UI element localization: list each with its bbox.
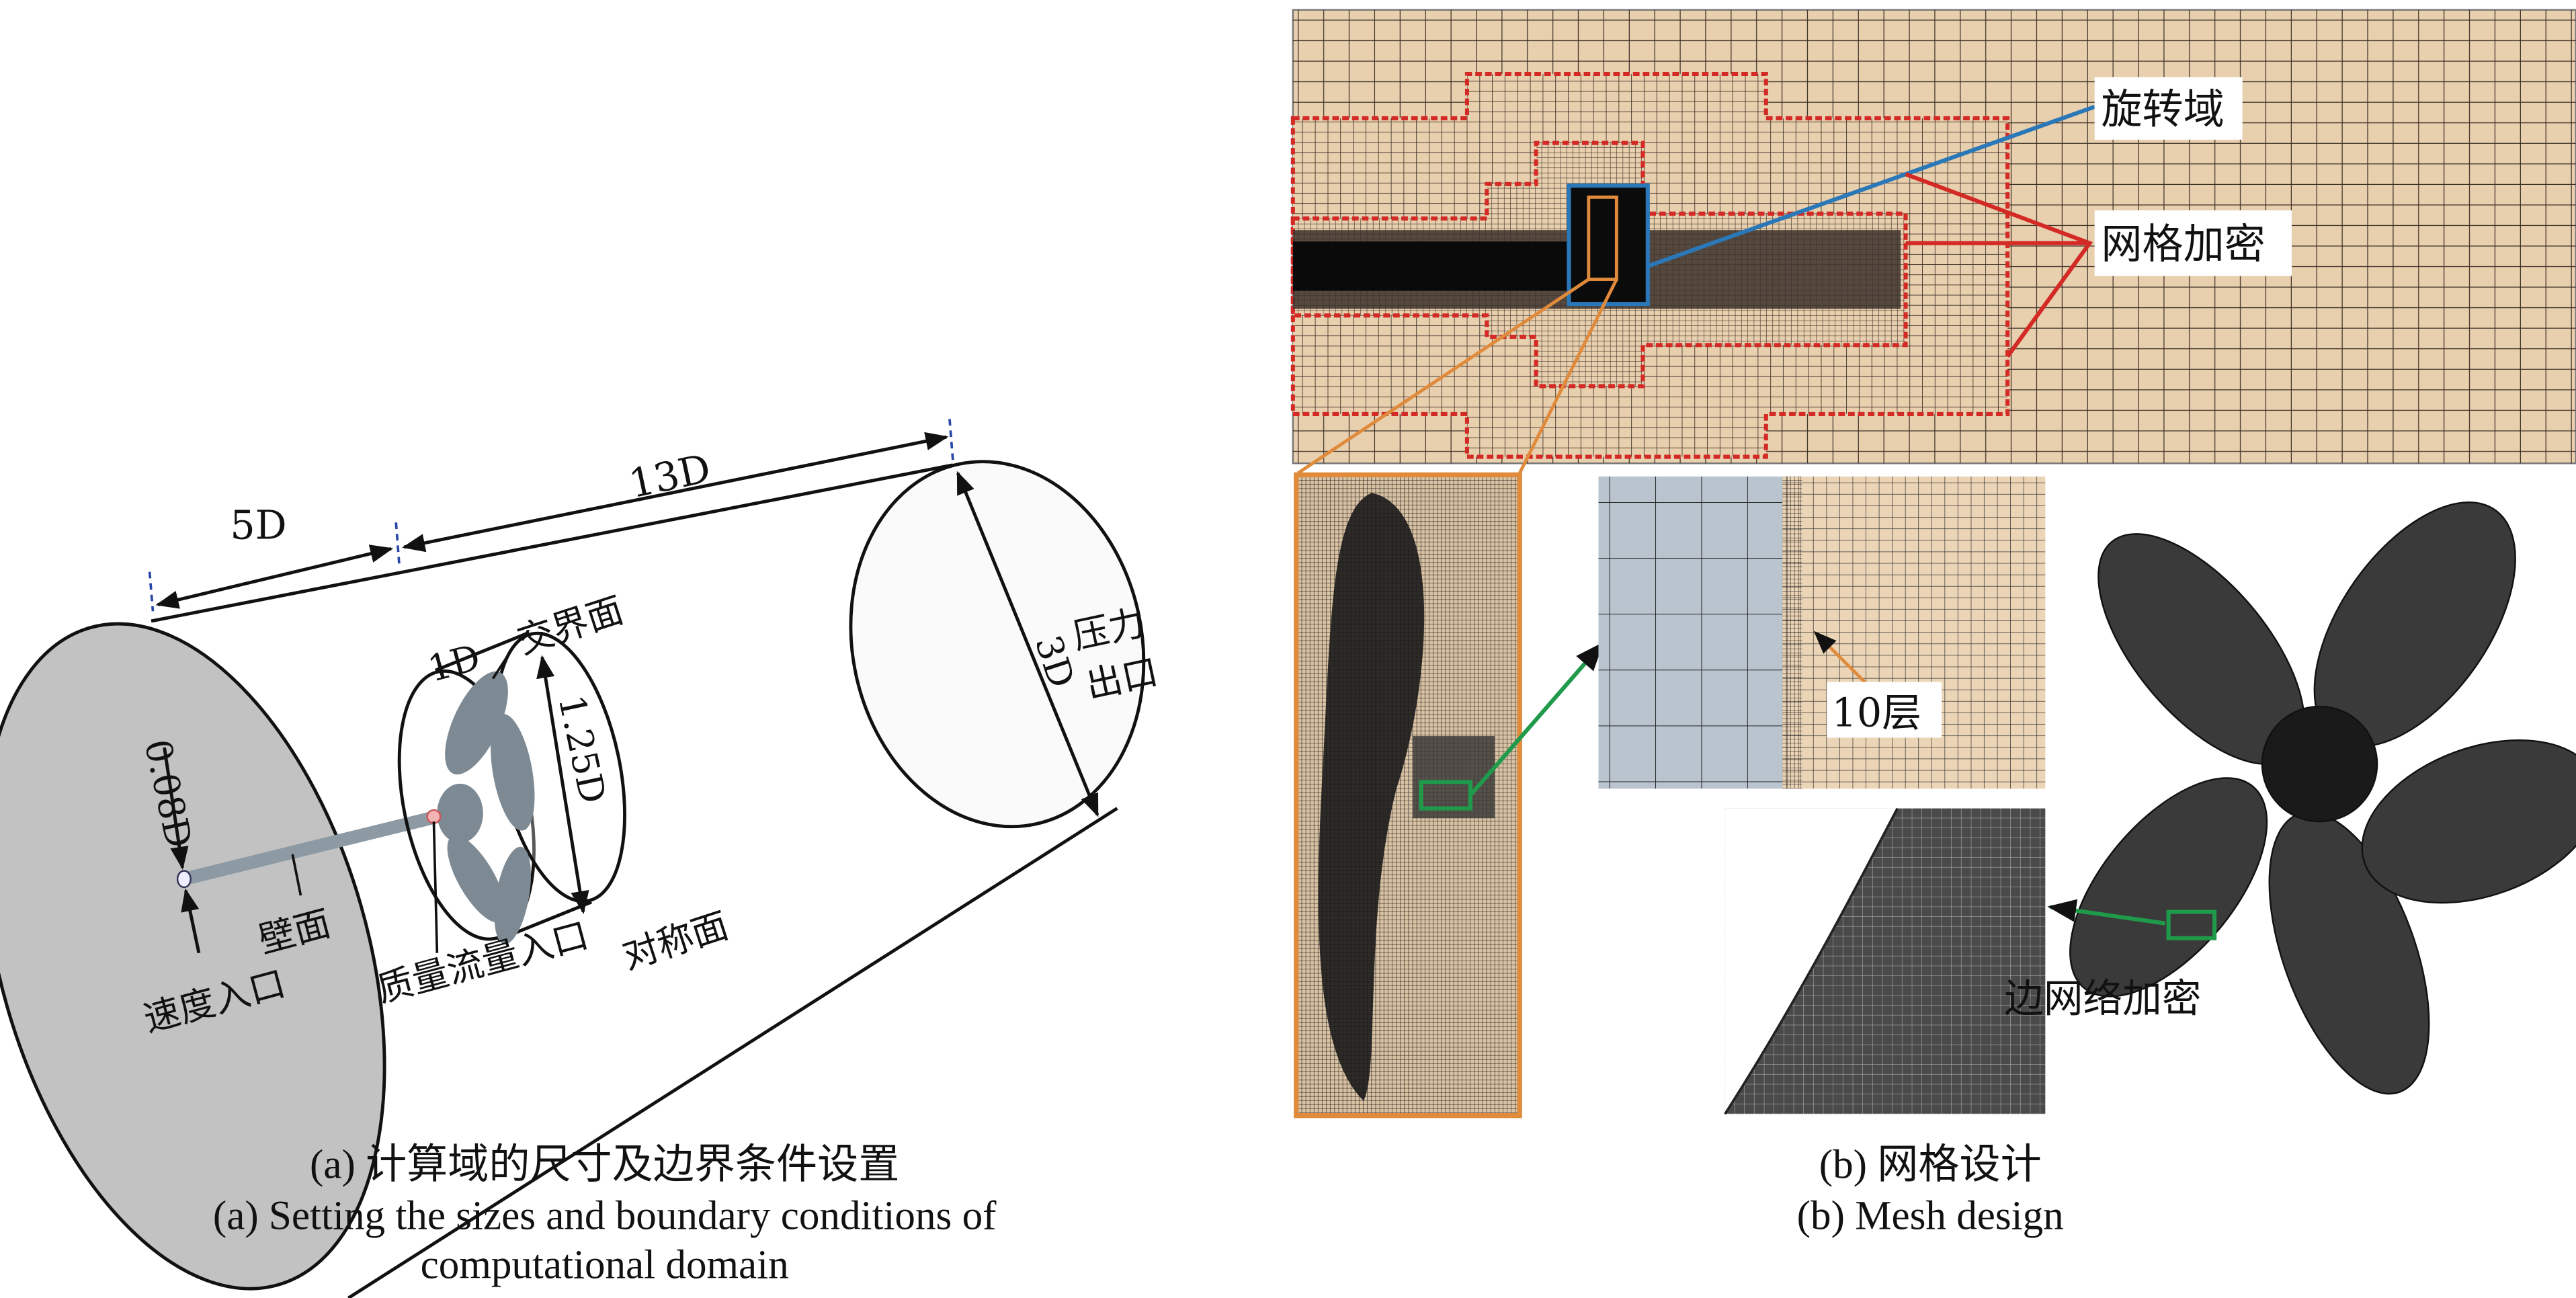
shaft-end	[176, 870, 192, 889]
zoom-source-box	[1587, 195, 1618, 281]
dim-008d-arrow-top	[163, 747, 189, 870]
dim-13d-line	[402, 432, 949, 553]
dim-125d-line	[536, 655, 589, 914]
dim-3d-line	[956, 471, 1099, 817]
mass-flow-leader	[432, 821, 439, 953]
label-edge-refinement: 边网络加密	[2004, 976, 2201, 1022]
edge-refinement-inset	[1724, 807, 2046, 1115]
label-5d: 5D	[230, 503, 286, 549]
boundary-layer-inset: 10层	[1598, 476, 2046, 789]
label-mesh-refinement: 网格加密	[2101, 220, 2265, 268]
caption-a-en-1: (a) Setting the sizes and boundary condi…	[213, 1193, 997, 1238]
callout-arrow-edge	[2047, 899, 2166, 926]
panel-b-mesh-design: 旋转域 网格加密 10层	[1290, 9, 2576, 1238]
rotating-domain-leader	[1647, 105, 2095, 268]
caption-b-cn: (b) 网格设计	[1819, 1143, 2042, 1188]
domain-bottom-edge	[347, 807, 1118, 1298]
propeller-model	[426, 671, 535, 944]
caption-a-cn: (a) 计算域的尺寸及边界条件设置	[310, 1143, 899, 1188]
dimension-ticks	[148, 419, 954, 612]
callout-arrow-layers	[1468, 641, 1604, 797]
rotating-domain-top-edge	[434, 631, 530, 672]
label-13d: 13D	[625, 446, 714, 508]
velocity-inlet-face	[0, 622, 386, 1291]
dim-5d-line	[155, 544, 394, 609]
label-10-layers: 10层	[1832, 690, 1921, 735]
zoom-line-left	[1296, 278, 1590, 475]
propeller-side-mesh-inset	[1294, 472, 1522, 1119]
mesh-overview: 旋转域 网格加密	[1290, 9, 2576, 464]
zoom-line-right	[1518, 278, 1618, 475]
label-1d: 1D	[423, 636, 485, 690]
boundary-layer-callout-box	[1419, 780, 1472, 811]
wall-leader	[291, 854, 302, 896]
caption-a-en-2: computational domain	[421, 1243, 789, 1288]
edge-callout-box	[2166, 909, 2217, 940]
propeller-front-mesh	[2069, 501, 2576, 1095]
propeller-shaft	[177, 811, 438, 886]
label-mass-flow-inlet: 质量流量入口	[372, 914, 593, 1010]
velocity-inlet-arrow	[181, 888, 201, 954]
caption-b-en: (b) Mesh design	[1797, 1193, 2064, 1238]
label-symmetry-plane: 对称面	[617, 904, 733, 978]
label-rotating-domain: 旋转域	[2101, 85, 2224, 133]
interface-leader	[491, 645, 515, 680]
panel-a-computational-domain: 5D 13D 1D 交界面 1.25D 3D 压力 出口 0.08D 壁面 速度…	[0, 419, 1162, 1298]
